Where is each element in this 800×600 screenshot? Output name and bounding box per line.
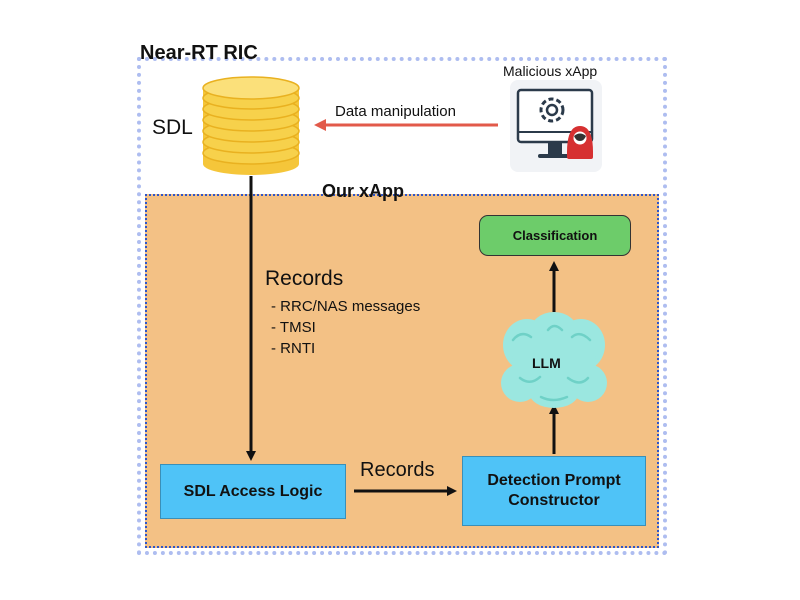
sdl-access-logic-box: SDL Access Logic (160, 464, 346, 519)
detection-prompt-constructor-box: Detection Prompt Constructor (462, 456, 646, 526)
records-title: Records (265, 267, 344, 290)
sdl-label: SDL (152, 116, 193, 139)
malicious-xapp-label: Malicious xApp (503, 63, 598, 79)
data-manipulation-label: Data manipulation (335, 103, 456, 120)
detection-prompt-constructor-label: Detection Prompt Constructor (487, 472, 621, 509)
classification-label: Classification (512, 228, 598, 243)
near-rt-ric-container (137, 57, 667, 555)
records-item-rrc-nas: RRC/NAS messages (271, 296, 420, 317)
sdl-access-logic-label: SDL Access Logic (183, 482, 323, 500)
classification-box: Classification (479, 215, 631, 256)
records-list: RRC/NAS messages TMSI RNTI (271, 296, 420, 359)
records-item-tmsi: TMSI (271, 317, 420, 338)
llm-label: LLM (532, 355, 561, 371)
records-edge-label: Records (360, 459, 435, 481)
database-icon (202, 76, 300, 175)
near-rt-ric-title: Near-RT RIC (140, 42, 258, 64)
records-item-rnti: RNTI (271, 338, 420, 359)
our-xapp-title: Our xApp (322, 181, 405, 201)
malicious-xapp-icon (510, 80, 602, 172)
brain-icon (501, 312, 607, 408)
